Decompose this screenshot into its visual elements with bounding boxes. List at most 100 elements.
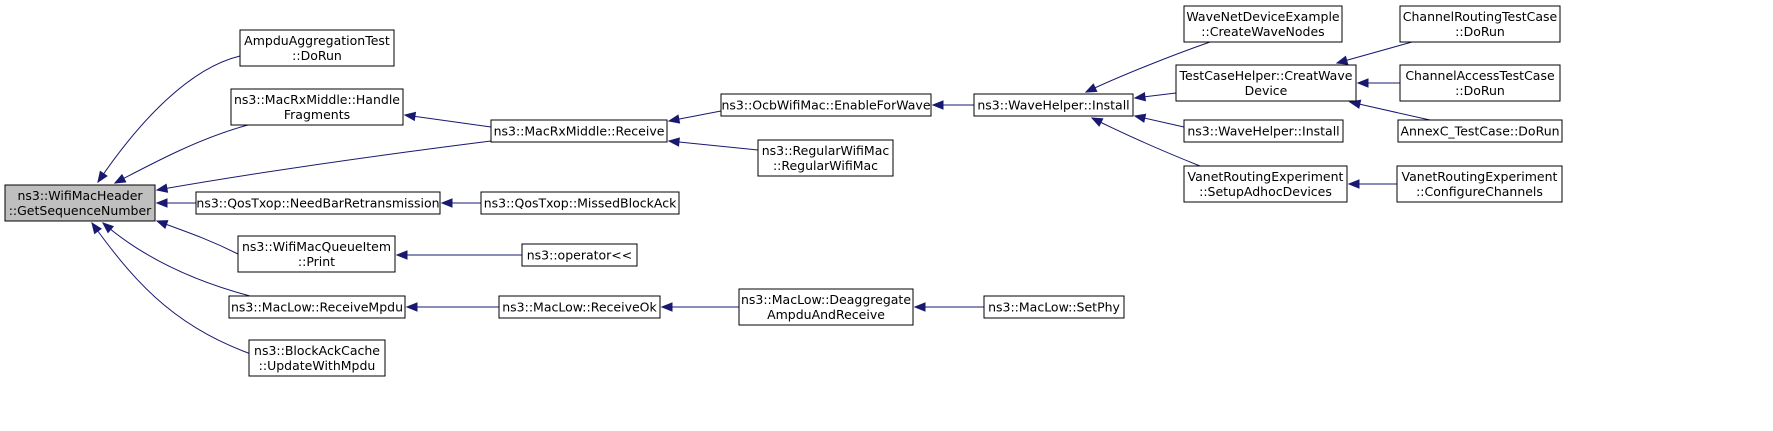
edge-tc_helper-to-wave_install — [1133, 92, 1177, 102]
node-ocb_enable[interactable]: ns3::OcbWifiMac::EnableForWave — [720, 93, 932, 117]
node-label: ns3::MacLow::ReceiveOk — [502, 300, 657, 315]
edge-recv_mpdu-to-root — [101, 222, 251, 297]
edge-ch_access-to-tc_helper — [1356, 78, 1400, 88]
node-box — [1183, 119, 1344, 143]
node-bac_update[interactable]: ns3::BlockAckCache::UpdateWithMpdu — [248, 339, 386, 377]
edge-vanet_config-to-vanet_setup — [1347, 179, 1397, 189]
node-ch_access[interactable]: ChannelAccessTestCase::DoRun — [1399, 64, 1561, 102]
node-box — [228, 295, 406, 319]
node-label: WaveNetDeviceExample — [1186, 9, 1340, 24]
arrowhead — [660, 302, 673, 312]
arrowhead — [155, 198, 168, 208]
edge-wave_install2-to-wave_install — [1133, 113, 1185, 128]
node-box — [720, 93, 932, 117]
edge-ocb_enable-to-rx_receive — [667, 110, 722, 124]
arrowhead — [667, 114, 681, 124]
node-label: AnnexC_TestCase::DoRun — [1400, 124, 1559, 139]
arrowhead — [931, 100, 944, 110]
node-label: ns3::WifiMacHeader — [17, 188, 143, 203]
node-label: ns3::MacLow::ReceiveMpdu — [231, 300, 403, 315]
node-root[interactable]: ns3::WifiMacHeader::GetSequenceNumber — [4, 184, 156, 222]
edge-deaggregate-to-recv_ok — [660, 302, 739, 312]
node-label: VanetRoutingExperiment — [1188, 169, 1344, 184]
arrowhead — [403, 111, 417, 122]
edge-set_phy-to-deaggregate — [913, 302, 984, 312]
edge-rx_receive-to-handle_frag — [403, 111, 492, 128]
node-wave_install2[interactable]: ns3::WaveHelper::Install — [1183, 119, 1344, 143]
node-recv_mpdu[interactable]: ns3::MacLow::ReceiveMpdu — [228, 295, 406, 319]
node-label: ns3::WaveHelper::Install — [1187, 124, 1339, 139]
node-label: AmpduAggregationTest — [244, 33, 390, 48]
node-regular_mac[interactable]: ns3::RegularWifiMac::RegularWifiMac — [757, 139, 894, 177]
arrowhead — [440, 198, 453, 208]
node-wave_example[interactable]: WaveNetDeviceExample::CreateWaveNodes — [1183, 5, 1343, 43]
node-box — [248, 339, 386, 377]
node-box — [738, 288, 914, 326]
node-label: ::RegularWifiMac — [773, 158, 878, 173]
node-box — [230, 88, 404, 126]
node-layer: ns3::WifiMacHeader::GetSequenceNumber Amp… — [4, 5, 1563, 377]
node-recv_ok[interactable]: ns3::MacLow::ReceiveOk — [498, 295, 661, 319]
arrowhead — [1347, 179, 1360, 189]
node-label: ChannelAccessTestCase — [1405, 68, 1555, 83]
node-label: Fragments — [284, 107, 350, 122]
node-rx_receive[interactable]: ns3::MacRxMiddle::Receive — [490, 119, 668, 143]
arrowhead — [91, 221, 102, 235]
node-label: ChannelRoutingTestCase — [1403, 9, 1558, 24]
node-queue_print[interactable]: ns3::WifiMacQueueItem::Print — [237, 235, 396, 273]
node-box — [1175, 64, 1357, 102]
edge-rx_receive-to-root — [155, 140, 492, 193]
node-label: ns3::RegularWifiMac — [762, 143, 890, 158]
node-label: ::DoRun — [292, 48, 342, 63]
edge-bac_update-to-root — [91, 221, 263, 359]
node-qos_nbr[interactable]: ns3::QosTxop::NeedBarRetransmission — [195, 191, 441, 215]
node-op_stream[interactable]: ns3::operator<< — [521, 243, 638, 267]
node-box — [1183, 165, 1348, 203]
edge-queue_print-to-root — [155, 220, 239, 255]
node-box — [1396, 165, 1563, 203]
node-label: ns3::QosTxop::NeedBarRetransmission — [196, 196, 439, 211]
arrowhead — [913, 302, 926, 312]
node-box — [498, 295, 661, 319]
node-annexc[interactable]: AnnexC_TestCase::DoRun — [1397, 119, 1563, 143]
node-label: ::DoRun — [1455, 24, 1505, 39]
node-set_phy[interactable]: ns3::MacLow::SetPhy — [983, 295, 1125, 319]
edge-vanet_setup-to-wave_install — [1090, 117, 1201, 167]
node-missed_ba[interactable]: ns3::QosTxop::MissedBlockAck — [480, 191, 680, 215]
node-wave_install[interactable]: ns3::WaveHelper::Install — [973, 93, 1134, 117]
node-box — [521, 243, 638, 267]
arrowhead — [1335, 55, 1349, 65]
node-label: ::DoRun — [1455, 83, 1505, 98]
node-ampdu_test[interactable]: AmpduAggregationTest::DoRun — [239, 29, 395, 67]
node-label: ::CreateWaveNodes — [1201, 24, 1324, 39]
node-label: ::SetupAdhocDevices — [1199, 184, 1332, 199]
arrowhead — [1133, 113, 1147, 123]
arrowhead — [395, 250, 408, 260]
node-label: ::ConfigureChannels — [1416, 184, 1543, 199]
node-box — [239, 29, 395, 67]
node-box — [757, 139, 894, 177]
node-label: ns3::MacLow::Deaggregate — [741, 292, 911, 307]
node-box — [195, 191, 441, 215]
edge-ampdu_test-to-root — [97, 55, 241, 184]
edge-regular_mac-to-rx_receive — [667, 137, 759, 151]
node-box — [4, 184, 156, 222]
edge-missed_ba-to-qos_nbr — [440, 198, 481, 208]
node-box — [1183, 5, 1343, 43]
node-ch_routing[interactable]: ChannelRoutingTestCase::DoRun — [1399, 5, 1561, 43]
edge-qos_nbr-to-root — [155, 198, 196, 208]
arrowhead — [1356, 78, 1369, 88]
arrowhead — [1084, 83, 1098, 93]
node-vanet_setup[interactable]: VanetRoutingExperiment::SetupAdhocDevice… — [1183, 165, 1348, 203]
node-vanet_config[interactable]: VanetRoutingExperiment::ConfigureChannel… — [1396, 165, 1563, 203]
node-label: Device — [1245, 83, 1288, 98]
node-label: ns3::WaveHelper::Install — [977, 98, 1129, 113]
node-label: ns3::OcbWifiMac::EnableForWave — [721, 98, 930, 113]
node-box — [973, 93, 1134, 117]
arrowhead — [155, 183, 169, 193]
arrowhead — [101, 222, 115, 234]
